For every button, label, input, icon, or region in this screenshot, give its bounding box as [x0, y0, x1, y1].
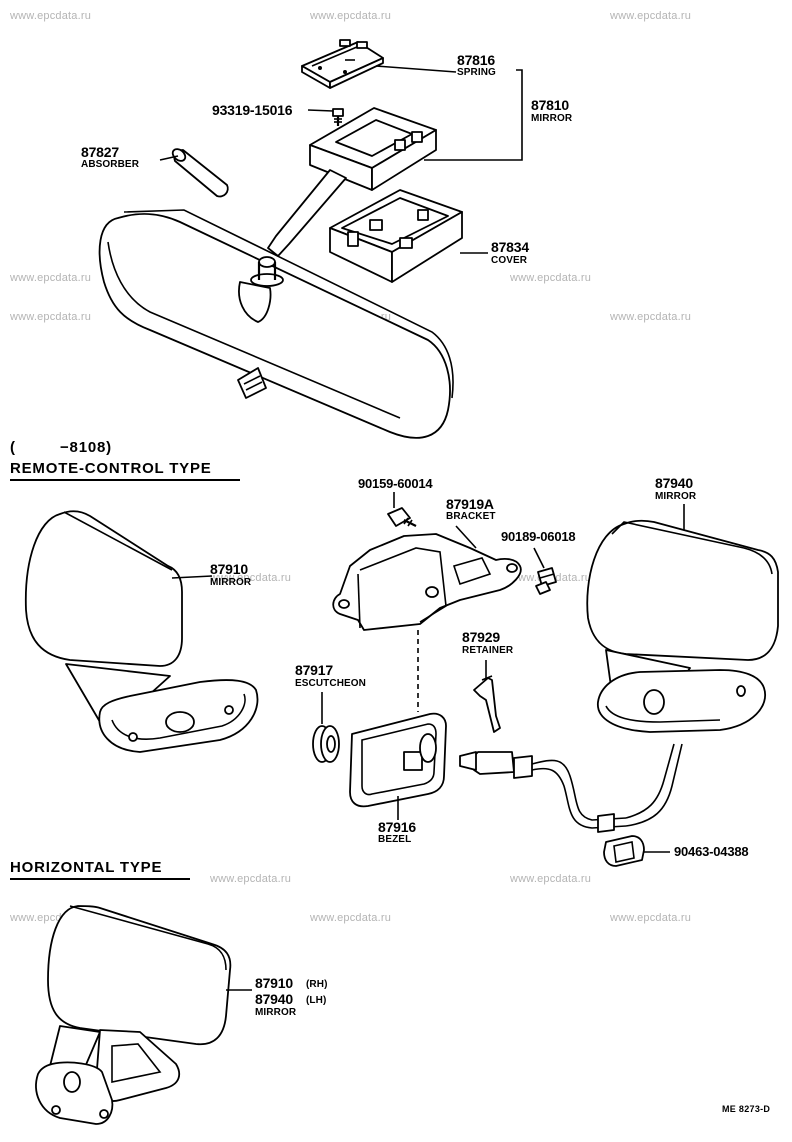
screw-93319 [332, 108, 344, 126]
part-number-87827: 87827 [81, 144, 119, 160]
remote-mirror-left [24, 510, 259, 753]
leader-87816 [375, 65, 457, 73]
leader-87910 [171, 575, 213, 579]
part-number-90189-06018: 90189-06018 [501, 529, 576, 544]
spring-part [301, 39, 384, 89]
watermark: www.epcdata.ru [210, 572, 292, 584]
watermark: www.epcdata.ru [210, 873, 292, 885]
part-name-bezel: BEZEL [378, 834, 412, 845]
bezel-87916 [349, 712, 447, 808]
part-number-87910-rh: 87910 [255, 975, 293, 991]
watermark: www.epcdata.ru [510, 272, 592, 284]
part-name-retainer: RETAINER [462, 645, 514, 656]
part-suffix-lh: (LH) [306, 995, 327, 1006]
part-name-bracket: BRACKET [446, 511, 496, 522]
cover-87834 [329, 189, 463, 283]
part-number-87929: 87929 [462, 629, 500, 645]
part-number-93319-15016: 93319-15016 [212, 102, 293, 118]
part-number-87834: 87834 [491, 239, 529, 255]
watermark: www.epcdata.ru [610, 912, 692, 924]
leader-90189 [533, 547, 545, 569]
retainer-87929 [473, 675, 501, 733]
part-name-spring: SPRING [457, 67, 496, 78]
watermark: www.epcdata.ru [610, 311, 692, 323]
horizontal-mirror [35, 905, 232, 1125]
section-horizontal: HORIZONTAL TYPE [10, 860, 190, 880]
leader-87827 [159, 155, 179, 161]
mirror-bracket-87810 [267, 107, 437, 257]
part-number-87917: 87917 [295, 662, 333, 678]
part-name-mirror: MIRROR [531, 113, 573, 124]
watermark: www.epcdata.ru [10, 272, 92, 284]
leader-93319 [307, 109, 334, 112]
watermark: www.epcdata.ru [610, 10, 692, 22]
watermark: www.epcdata.ru [510, 873, 592, 885]
part-number-87940: 87940 [655, 475, 693, 491]
part-number-87910: 87910 [210, 561, 248, 577]
nut-90189 [535, 567, 557, 595]
part-number-90463-04388: 90463-04388 [674, 844, 749, 859]
section-remote-control: REMOTE-CONTROL TYPE [10, 461, 240, 481]
part-suffix-rh: (RH) [306, 979, 328, 990]
leader-87919A [455, 525, 477, 549]
part-name-mirror-horizontal: MIRROR [255, 1007, 297, 1018]
leader-87810 [424, 69, 523, 161]
watermark: www.epcdata.ru [310, 912, 392, 924]
watermark: www.epcdata.ru [10, 311, 92, 323]
diagram-code: ME 8273-D [722, 1104, 771, 1114]
absorber-part [171, 148, 229, 198]
part-name-cover: COVER [491, 255, 528, 266]
bracket-87919A [332, 533, 522, 631]
part-number-87940-lh: 87940 [255, 991, 293, 1007]
part-name-absorber: ABSORBER [81, 159, 140, 170]
wire-harness [459, 743, 683, 833]
remote-mirror-right [586, 519, 779, 733]
escutcheon-87917 [312, 725, 340, 763]
part-number-87916: 87916 [378, 819, 416, 835]
part-name-escutcheon: ESCUTCHEON [295, 678, 367, 689]
part-name-mirror-right: MIRROR [655, 491, 697, 502]
watermark: www.epcdata.ru [10, 10, 92, 22]
part-number-87810: 87810 [531, 97, 569, 113]
section-range-open: ( [10, 439, 16, 456]
part-number-90159-60014: 90159-60014 [358, 476, 433, 491]
inside-mirror-body [98, 209, 454, 439]
section-range-close: −8108) [60, 439, 112, 456]
part-name-mirror-left: MIRROR [210, 577, 252, 588]
part-number-87816: 87816 [457, 52, 495, 68]
watermark: www.epcdata.ru [310, 10, 392, 22]
clip-90463 [603, 835, 645, 867]
part-number-87919A: 87919A [446, 496, 494, 512]
screw-90159 [387, 507, 417, 527]
